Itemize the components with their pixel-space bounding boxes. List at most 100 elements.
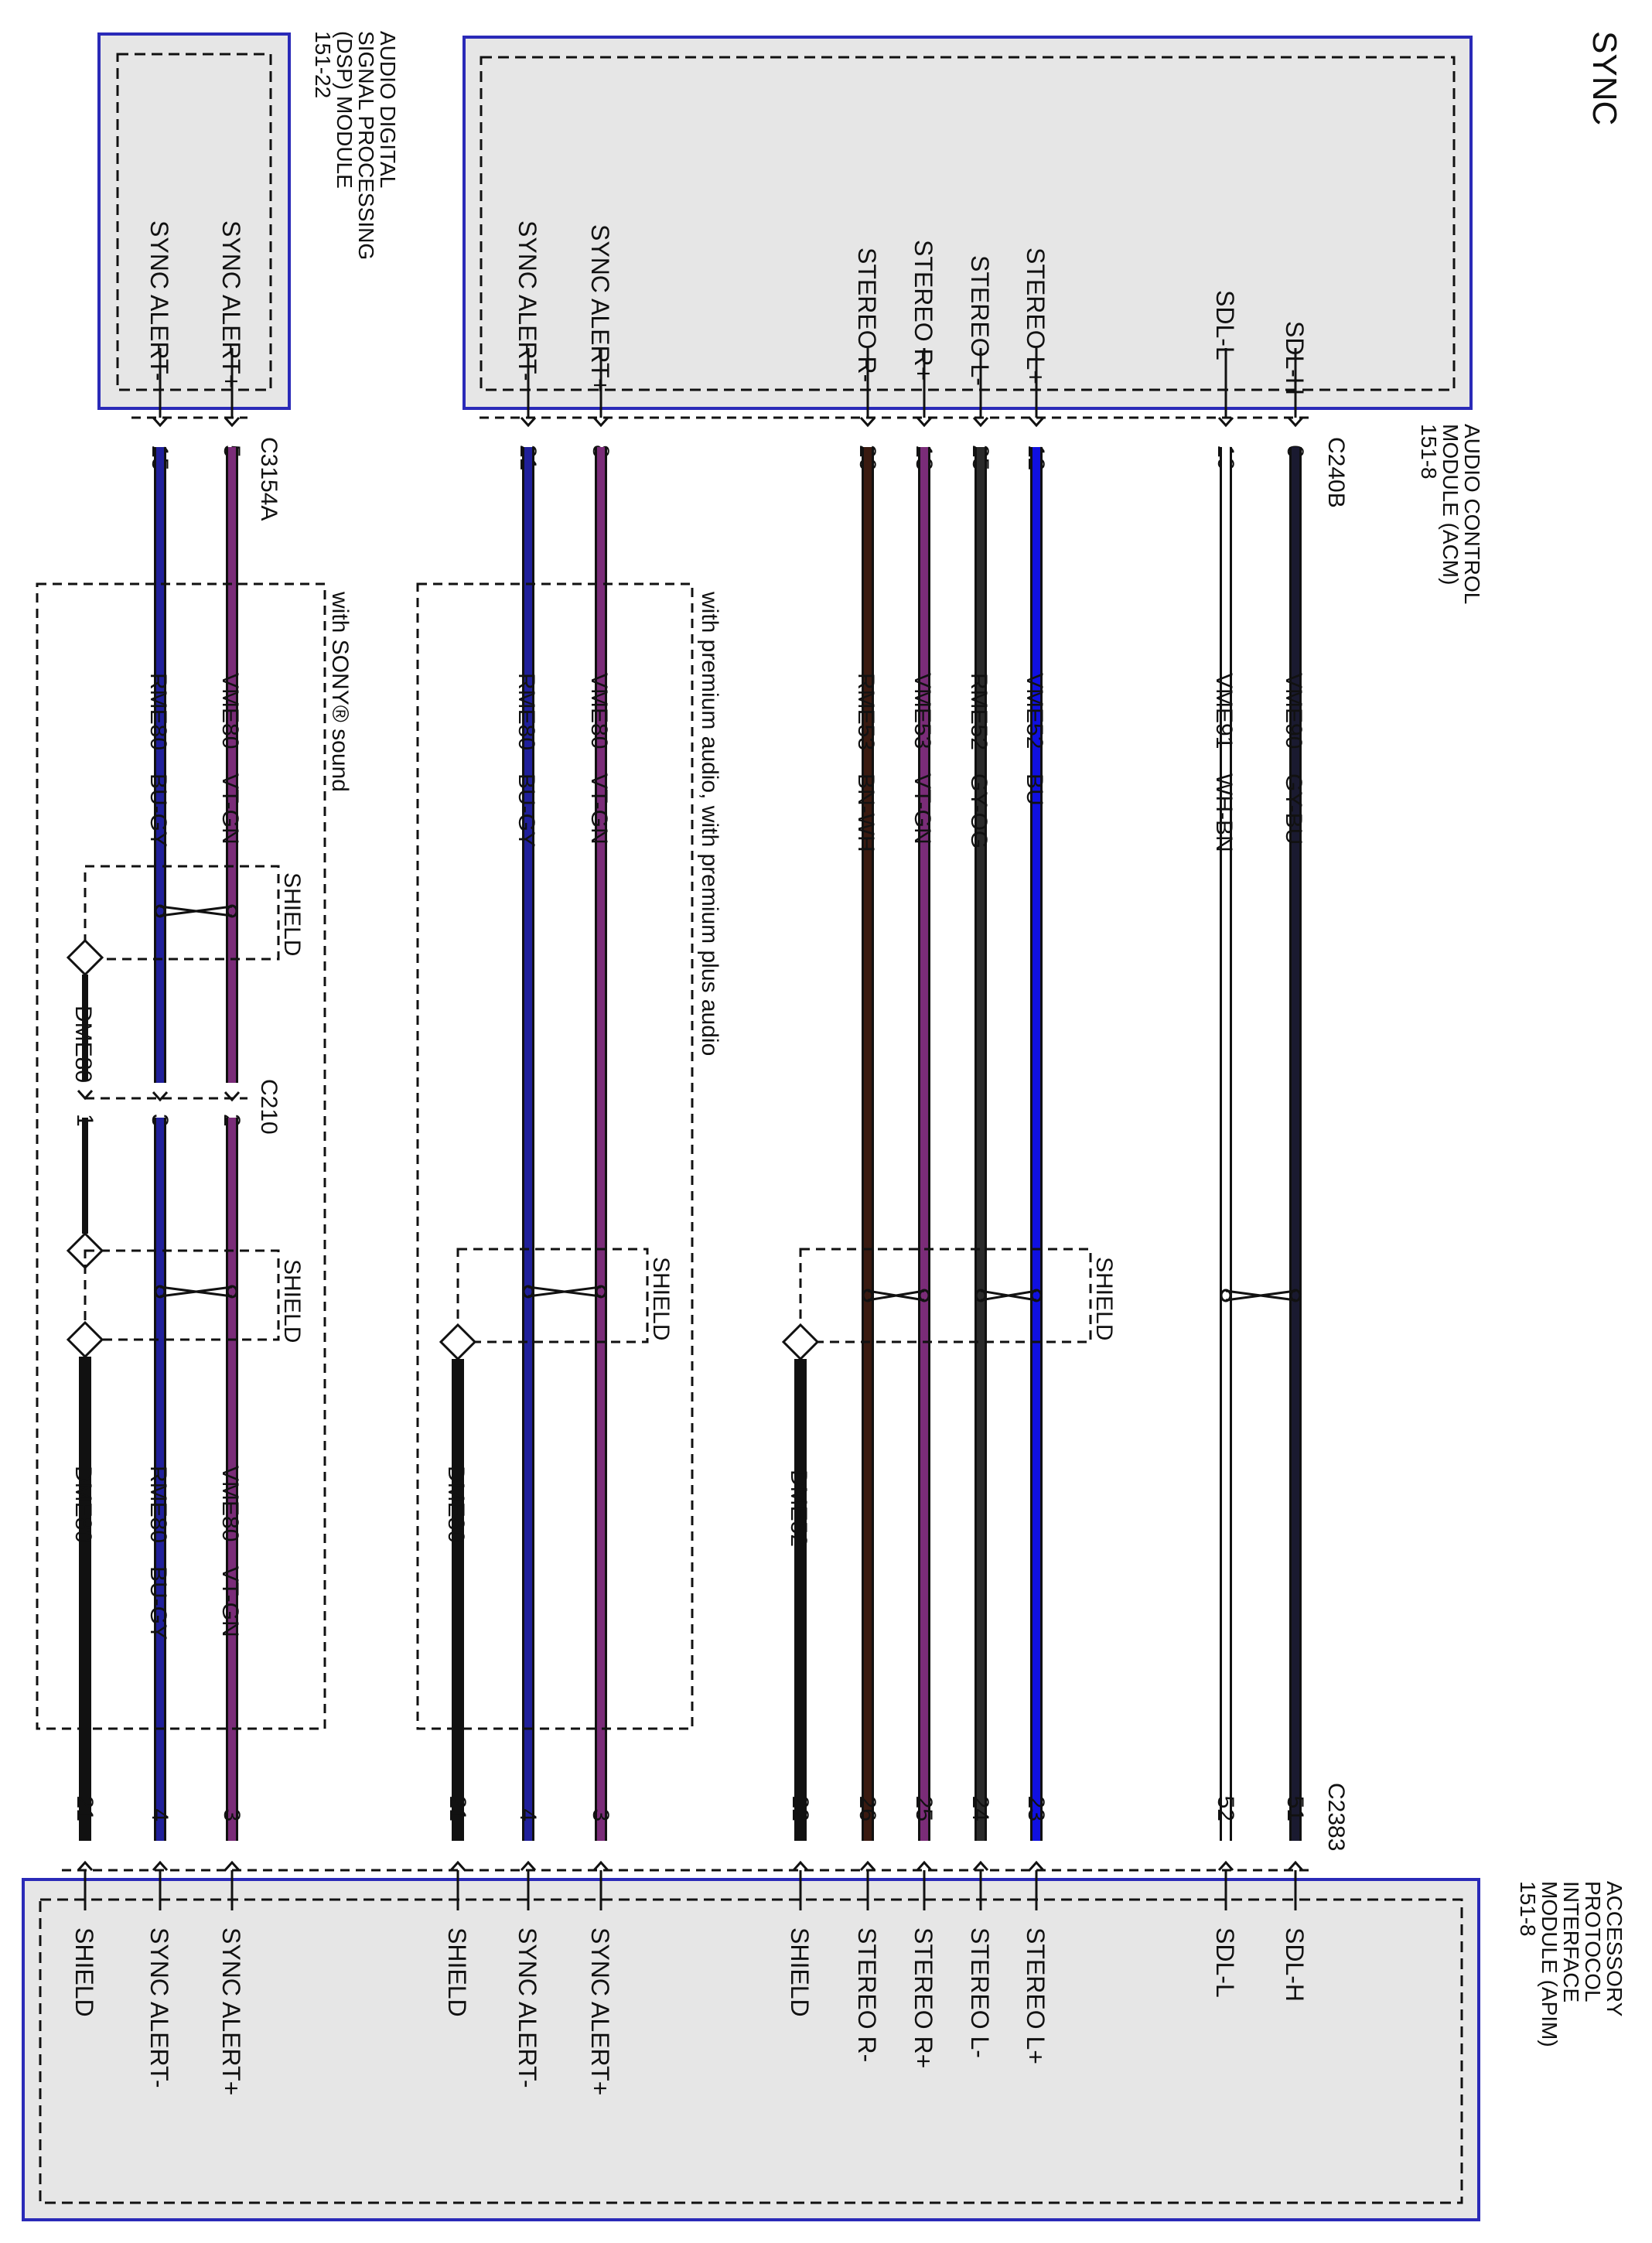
c2383-label: C2383 <box>1323 1783 1349 1851</box>
dme80-sony-bottom-pin: 21 <box>72 1796 97 1821</box>
apim-pin-label-13: SHIELD <box>70 1927 98 2017</box>
wire-4-color: GY-OG <box>966 773 992 848</box>
dme80-sony-splice-c <box>66 1320 104 1359</box>
dme52-bottom-terminal <box>792 1860 809 1872</box>
apim-pin-label-9: SYNC ALERT- <box>514 1927 541 2088</box>
wire-10-color-lower: BU-GY <box>145 1566 171 1640</box>
apim-pin-label-6: STEREO R- <box>853 1927 881 2062</box>
wire-8-color: BU-GY <box>514 773 539 847</box>
wire-2-bottom-pin: 52 <box>1213 1796 1238 1821</box>
dme52-drain-circuit: DME52 <box>786 1470 811 1547</box>
acm-module-name-line-2: MODULE (ACM) <box>1439 424 1463 585</box>
premium-option-box <box>416 582 694 1730</box>
sony-twist-a-end-right <box>226 904 238 918</box>
premium-shield-label: SHIELD <box>648 1257 674 1340</box>
wire-4-bottom-pin: 24 <box>968 1796 993 1821</box>
wire-2-circuit: VME91 <box>1211 673 1237 749</box>
wire-5-bottom-terminal <box>916 1860 933 1872</box>
dme80-premium-bottom-pin: 21 <box>445 1796 470 1821</box>
wire-3-circuit: VME52 <box>1022 673 1047 749</box>
wire-7-color: VT-GN <box>586 773 612 845</box>
dsp-module-name-line-2: SIGNAL PROCESSING <box>354 31 378 260</box>
dme80-sony-b-circuit: DME80 <box>70 1466 96 1543</box>
stereo-shield-box <box>799 1248 1092 1343</box>
wire-9-circuit: VME80 <box>217 673 243 749</box>
wire-2-color: WH-BN <box>1211 773 1237 852</box>
apim-pin-label-5: STEREO R+ <box>910 1927 937 2068</box>
stereo-l-twist-end-left <box>974 1289 987 1302</box>
wire-8-top-terminal <box>520 416 537 428</box>
wire-6-top-terminal <box>859 416 876 428</box>
wire-4-bottom-terminal <box>972 1860 989 1872</box>
apim-module-name-line-4: MODULE (APIM) <box>1538 1881 1562 2047</box>
apim-pin-label-7: SHIELD <box>786 1927 814 2017</box>
wire-6-color: BN-WH <box>853 773 879 852</box>
wire-10-bottom-terminal <box>152 1860 169 1872</box>
stereo-r-twist <box>867 1289 925 1302</box>
wire-6-bottom-pin: 26 <box>855 1796 880 1821</box>
wire-7-bottom-terminal <box>592 1860 609 1872</box>
wire-7-top-terminal <box>592 416 609 428</box>
acm-module-name-line-3: 151-8 <box>1417 424 1441 480</box>
sony-option-box <box>36 582 326 1730</box>
apim-module-name-line-5: 151-8 <box>1516 1881 1540 1937</box>
wire-5-top-terminal <box>916 416 933 428</box>
dme80-sony-a-circuit: DME80 <box>70 1005 96 1083</box>
wire-9-top-terminal <box>224 416 241 428</box>
wire-9-bottom-terminal <box>224 1860 241 1872</box>
dme80-premium-drain-circuit: DME80 <box>443 1466 469 1543</box>
wire-2-top-terminal <box>1217 416 1234 428</box>
wire-9-bottom-pin: 3 <box>219 1808 244 1821</box>
apim-pin-label-11: SYNC ALERT+ <box>217 1927 245 2095</box>
apim-pin-label-4: STEREO L- <box>966 1927 994 2058</box>
sony-twist-a <box>159 905 233 917</box>
dsp-module-name-line-3: (DSP) MODULE <box>333 31 357 189</box>
sony-shield-box-a <box>84 865 280 961</box>
wire-3-bottom-pin: 23 <box>1023 1796 1049 1821</box>
sony-twist-b-end-left <box>154 1285 166 1299</box>
apim-pin-label-2: SDL-L <box>1211 1927 1239 1998</box>
wire-9-color: VT-GN <box>217 773 243 845</box>
acm-module-name-line-1: AUDIO CONTROL <box>1460 424 1484 604</box>
wire-3-color: BU <box>1022 773 1047 806</box>
wire-5-color: VT-GN <box>910 773 935 845</box>
wire-5-circuit: VME53 <box>910 673 935 749</box>
page-title: SYNC <box>1585 31 1623 125</box>
sony-twist-a-end-left <box>154 904 166 918</box>
wire-8-bottom-pin: 4 <box>515 1808 541 1821</box>
sony-shield-box-b <box>84 1249 280 1341</box>
stereo-r-twist-end-left <box>862 1289 874 1302</box>
wire-9-c210-terminal <box>224 1091 241 1102</box>
sdl-twist-end-left <box>1220 1289 1232 1302</box>
wire-9-circuit-lower: VME80 <box>217 1466 243 1541</box>
dsp-module-box <box>97 32 291 410</box>
c210-label: C210 <box>256 1079 282 1135</box>
stereo-l-twist-end-right <box>1030 1289 1043 1302</box>
wire-1-bottom-terminal <box>1287 1860 1304 1872</box>
dme80-premium-bottom-terminal <box>449 1860 466 1872</box>
wire-10-top-terminal <box>152 416 169 428</box>
sony-twist-b-end-right <box>226 1285 238 1299</box>
c3154a-label: C3154A <box>256 437 282 521</box>
acm-module-box <box>462 36 1473 410</box>
wire-1-circuit: VME90 <box>1281 673 1306 749</box>
wire-10-c210-terminal <box>152 1091 169 1102</box>
sdl-twist <box>1225 1289 1296 1302</box>
dsp-module-name-line-1: AUDIO DIGITAL <box>376 31 400 188</box>
premium-option-label: with premium audio, with premium plus au… <box>697 591 722 1056</box>
sdl-twist-end-right <box>1289 1289 1302 1302</box>
wire-1-color: GY-BU <box>1281 773 1306 845</box>
wire-4-circuit: RME52 <box>966 673 992 750</box>
wire-3-bottom-terminal <box>1028 1860 1045 1872</box>
sony-twist-b <box>159 1285 233 1298</box>
apim-pin-label-8: SYNC ALERT+ <box>586 1927 614 2095</box>
apim-pin-label-10: SHIELD <box>443 1927 471 2017</box>
wire-5-bottom-pin: 25 <box>911 1796 937 1821</box>
wire-10-color: BU-GY <box>145 773 171 847</box>
apim-module-name-line-2: PROTOCOL <box>1581 1881 1605 2002</box>
wire-7-bottom-pin: 3 <box>588 1808 613 1821</box>
apim-module-name-line-1: ACCESSORY <box>1603 1881 1626 2017</box>
wire-6-circuit: RME53 <box>853 673 879 750</box>
wire-10-circuit-lower: RME80 <box>145 1466 171 1543</box>
premium-twist-end-right <box>595 1285 607 1299</box>
